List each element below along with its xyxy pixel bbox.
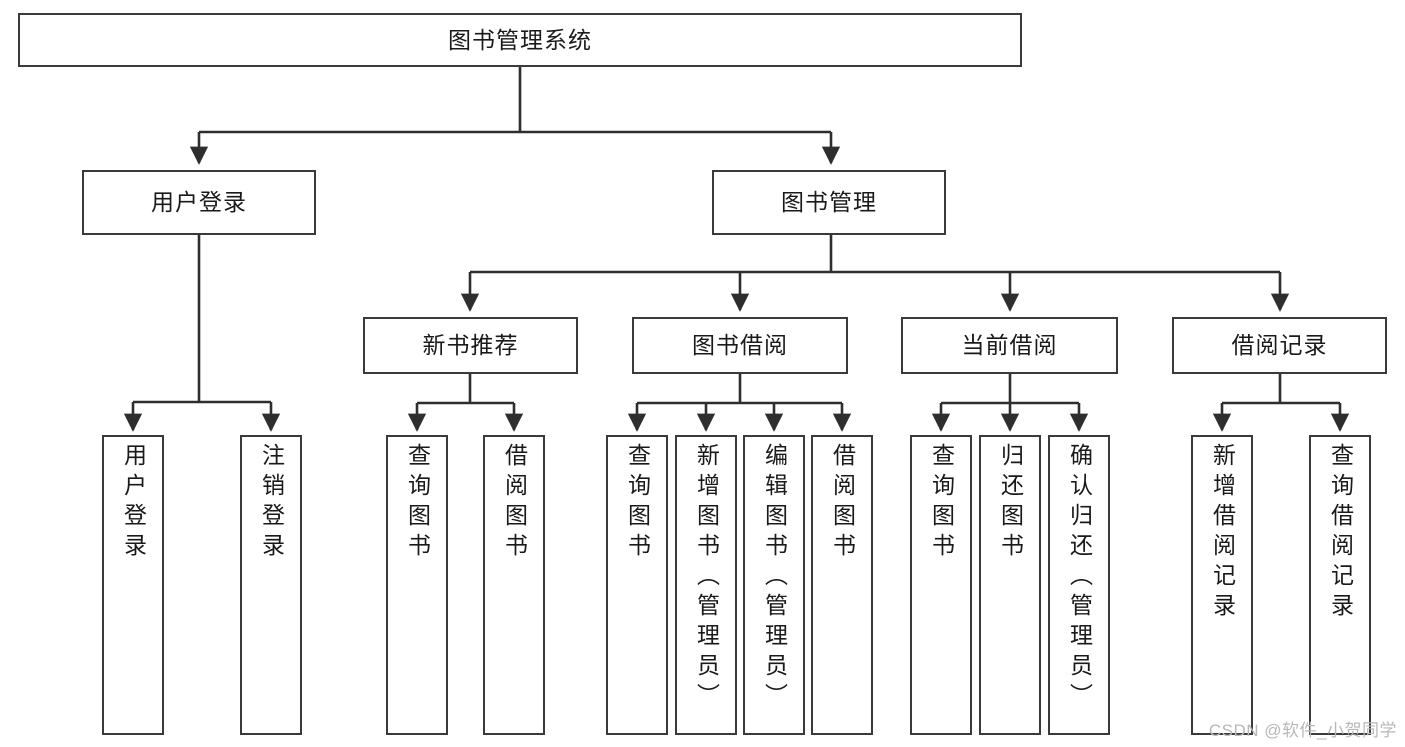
node-label: 查询图书 <box>404 443 431 563</box>
node-label: 借阅记录 <box>1231 332 1328 359</box>
leaf-borrow-book[interactable]: 借阅图书 <box>811 435 873 735</box>
leaf-return-book[interactable]: 归还图书 <box>979 435 1041 735</box>
node-book-borrow[interactable]: 图书借阅 <box>632 317 848 374</box>
node-current-borrow[interactable]: 当前借阅 <box>901 317 1118 374</box>
leaf-user-login[interactable]: 用户登录 <box>102 435 164 735</box>
node-book-management-system[interactable]: 图书管理系统 <box>18 13 1022 67</box>
node-book-management[interactable]: 图书管理 <box>712 170 946 235</box>
node-label: 图书借阅 <box>692 332 788 359</box>
node-label: 查询图书 <box>928 443 955 563</box>
node-label: 注销登录 <box>258 443 285 563</box>
leaf-add-book-admin[interactable]: 新增图书（管理员） <box>675 435 737 735</box>
node-label: 查询图书 <box>624 443 651 563</box>
node-label: 借阅图书 <box>501 443 528 563</box>
node-label: 归还图书 <box>997 443 1024 563</box>
node-label: 新增借阅记录 <box>1209 443 1236 623</box>
leaf-confirm-return-admin[interactable]: 确认归还（管理员） <box>1048 435 1110 735</box>
leaf-user-logout[interactable]: 注销登录 <box>240 435 302 735</box>
leaf-query-book-current[interactable]: 查询图书 <box>910 435 972 735</box>
leaf-add-borrow-record[interactable]: 新增借阅记录 <box>1191 435 1253 735</box>
node-label: 当前借阅 <box>961 332 1058 359</box>
node-new-book-recommend[interactable]: 新书推荐 <box>363 317 578 374</box>
leaf-query-book-recommend[interactable]: 查询图书 <box>386 435 448 735</box>
node-label: 新书推荐 <box>422 332 519 359</box>
leaf-query-borrow-record[interactable]: 查询借阅记录 <box>1309 435 1371 735</box>
node-borrow-record[interactable]: 借阅记录 <box>1172 317 1387 374</box>
watermark-text: CSDN @软件_小贺同学 <box>1208 721 1397 740</box>
leaf-edit-book-admin[interactable]: 编辑图书（管理员） <box>743 435 805 735</box>
node-label: 确认归还（管理员） <box>1066 443 1093 713</box>
node-label: 新增图书（管理员） <box>693 443 720 713</box>
leaf-query-book-borrow[interactable]: 查询图书 <box>606 435 668 735</box>
node-user-login[interactable]: 用户登录 <box>82 170 316 235</box>
node-label: 图书管理系统 <box>448 26 592 53</box>
leaf-borrow-book-recommend[interactable]: 借阅图书 <box>483 435 545 735</box>
node-label: 用户登录 <box>151 189 247 216</box>
node-label: 借阅图书 <box>829 443 856 563</box>
node-label: 用户登录 <box>120 443 147 563</box>
node-label: 编辑图书（管理员） <box>761 443 788 713</box>
node-label: 图书管理 <box>781 189 877 216</box>
node-label: 查询借阅记录 <box>1327 443 1354 623</box>
